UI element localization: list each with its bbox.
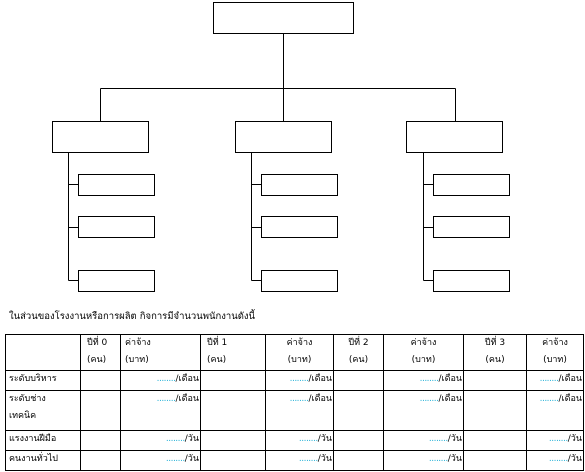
staff-caption: ในส่วนของโรงงานหรือการผลิต กิจการมีจำนวน… (9, 311, 256, 322)
table-cell (333, 450, 384, 471)
org-leaf-box (78, 174, 155, 196)
header-year1: ปีที่ 1(คน) (200, 334, 266, 371)
wage-cell: ......../เดือน (265, 370, 334, 391)
org-leaf-box (261, 270, 338, 292)
table-row: ระดับช่างเทคนิค ......../เดือน ......../… (5, 390, 584, 431)
wage-cell: ......../วัน (526, 450, 584, 471)
table-cell (333, 390, 384, 431)
org-leaf-box (261, 174, 338, 196)
org-mid-box-1 (52, 121, 149, 153)
header-wage2: ค่าจ้าง(บาท) (383, 334, 464, 371)
row-label: คนงานทั่วไป (5, 450, 81, 471)
org-leaf-box (78, 270, 155, 292)
table-cell (333, 430, 384, 451)
table-cell (80, 390, 121, 431)
table-cell (200, 370, 266, 391)
table-row: คนงานทั่วไป ......../วัน ......../วัน ..… (5, 450, 584, 471)
org-mid-box-3 (406, 121, 503, 153)
wage-cell: ......../วัน (120, 450, 201, 471)
table-cell (200, 390, 266, 431)
header-wage1: ค่าจ้าง(บาท) (265, 334, 334, 371)
org-leaf-box (433, 174, 510, 196)
table-cell (80, 430, 121, 451)
table-cell (333, 370, 384, 391)
row-label: ระดับบริหาร (5, 370, 81, 391)
row-label: ระดับช่างเทคนิค (5, 390, 81, 431)
wage-cell: ......../วัน (120, 430, 201, 451)
org-leaf-box (78, 216, 155, 238)
header-corner (5, 334, 81, 371)
table-cell (80, 370, 121, 391)
table-cell (200, 450, 266, 471)
table-cell (80, 450, 121, 471)
wage-cell: ......../วัน (383, 430, 464, 451)
wage-cell: ......../เดือน (120, 370, 201, 391)
org-leaf-box (433, 270, 510, 292)
org-top-box (213, 2, 354, 34)
table-cell (200, 430, 266, 451)
header-wage0: ค่าจ้าง(บาท) (120, 334, 201, 371)
org-mid-box-2 (235, 121, 332, 153)
org-leaf-box (433, 216, 510, 238)
wage-cell: ......../เดือน (526, 370, 584, 391)
table-header-row: ปีที่ 0(คน) ค่าจ้าง(บาท) ปีที่ 1(คน) ค่า… (5, 334, 584, 371)
wage-cell: ......../วัน (265, 430, 334, 451)
table-cell (463, 430, 527, 451)
wage-cell: ......../เดือน (383, 370, 464, 391)
row-label: แรงงานฝีมือ (5, 430, 81, 451)
header-wage3: ค่าจ้าง(บาท) (526, 334, 584, 371)
wage-cell: ......../เดือน (526, 390, 584, 431)
org-leaf-box (261, 216, 338, 238)
header-year2: ปีที่ 2(คน) (333, 334, 384, 371)
staff-table: ปีที่ 0(คน) ค่าจ้าง(บาท) ปีที่ 1(คน) ค่า… (5, 334, 584, 471)
table-cell (463, 390, 527, 431)
wage-cell: ......../เดือน (383, 390, 464, 431)
table-row: แรงงานฝีมือ ......../วัน ......../วัน ..… (5, 430, 584, 451)
wage-cell: ......../เดือน (265, 390, 334, 431)
table-cell (463, 370, 527, 391)
wage-cell: ......../วัน (265, 450, 334, 471)
header-year0: ปีที่ 0(คน) (80, 334, 121, 371)
org-chart (52, 2, 510, 292)
wage-cell: ......../วัน (526, 430, 584, 451)
wage-cell: ......../เดือน (120, 390, 201, 431)
table-cell (463, 450, 527, 471)
wage-cell: ......../วัน (383, 450, 464, 471)
header-year3: ปีที่ 3(คน) (463, 334, 527, 371)
table-row: ระดับบริหาร ......../เดือน ......../เดือ… (5, 370, 584, 391)
